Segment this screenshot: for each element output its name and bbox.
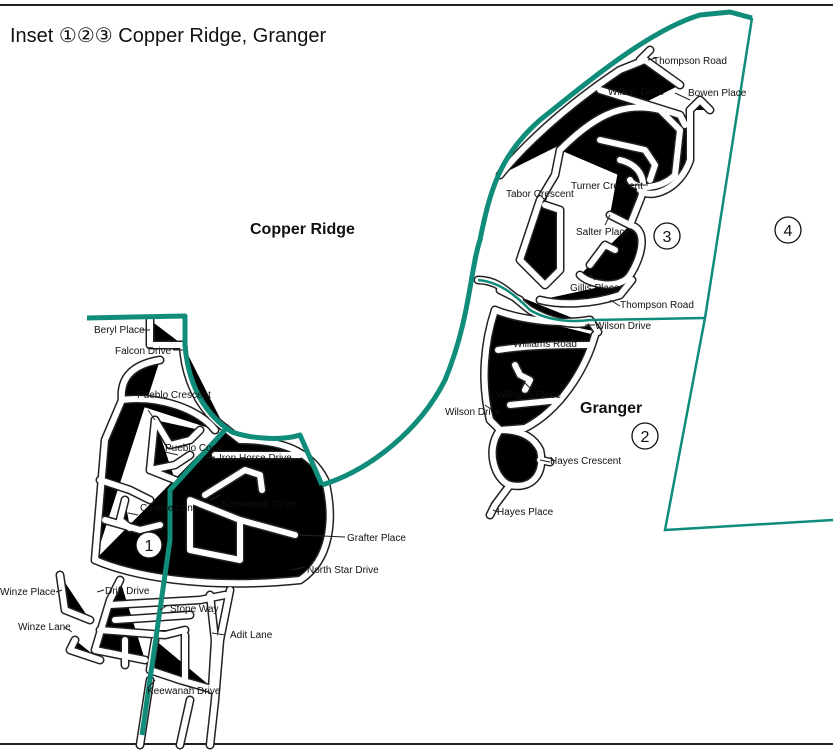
street-label-stope-way: Stope Way: [170, 604, 219, 615]
street-label-iron-horse-drive: Iron Horse Drive: [219, 453, 292, 464]
street-label-beryl-place: Beryl Place: [94, 325, 145, 336]
street-label-falcon-drive: Falcon Drive: [115, 346, 172, 357]
street-label-carlisle-lane: Carlisle Lane: [140, 503, 199, 514]
street-label-pueblo-crescent: Pueblo Crescent: [137, 390, 211, 401]
boundary-copper-ridge-west: [86, 313, 325, 487]
street-label-williams-road: Williams Road: [513, 339, 577, 350]
street-label-thompson-road-south: Thompson Road: [620, 300, 694, 311]
map-title: Inset ①②③ Copper Ridge, Granger: [10, 25, 326, 47]
street-label-keewanah-drive-south: Keewanah Drive: [147, 686, 221, 697]
street-label-tabor-crescent: Tabor Crescent: [506, 189, 574, 200]
street-label-winze-lane: Winze Lane: [18, 622, 71, 633]
street-label-thompson-road-north: Thompson Road: [653, 56, 727, 67]
street-labels: Beryl Place Falcon Drive Pueblo Crescent…: [0, 56, 747, 697]
boundary-granger-connector: [477, 278, 706, 323]
street-label-williams-place: Williams Place: [496, 390, 561, 401]
area-label-copper-ridge: Copper Ridge: [250, 221, 355, 238]
boundary-central-north: [321, 9, 753, 488]
street-label-salter-place: Salter Place: [576, 227, 630, 238]
inset-marker-3[interactable]: 3: [653, 222, 681, 250]
street-label-hayes-place: Hayes Place: [497, 507, 554, 518]
street-label-wilson-drive-west: Wilson Drive: [445, 407, 502, 418]
street-label-wilson-drive-east: Wilson Drive: [595, 321, 652, 332]
street-label-keewanah-drive-north: Keewanah Drive: [222, 499, 296, 510]
street-label-hayes-crescent: Hayes Crescent: [550, 456, 621, 467]
inset-marker-4[interactable]: 4: [774, 216, 802, 244]
street-label-pueblo-court: Pueblo Court: [165, 443, 224, 454]
street-label-winze-place: Winze Place: [0, 587, 56, 598]
street-label-wilson-drive-north: Wilson Drive: [608, 87, 665, 98]
inset-number-2: 2: [641, 429, 650, 446]
inset-number-4: 4: [784, 223, 793, 240]
street-label-gillis-place: Gillis Place: [570, 283, 620, 294]
label-leaders: [55, 57, 691, 689]
inset-number-1: 1: [145, 538, 154, 555]
street-label-turner-crescent: Turner Crescent: [571, 181, 643, 192]
inset-number-3: 3: [663, 229, 672, 246]
street-label-adit-lane: Adit Lane: [230, 630, 273, 641]
area-boundaries: [86, 9, 833, 736]
boundary-inset-1-divider: [139, 428, 227, 736]
inset-marker-1[interactable]: 1: [135, 531, 163, 559]
boundary-inset-4: [663, 17, 833, 532]
street-label-drift-drive: Drift Drive: [105, 586, 150, 597]
street-label-grafter-place: Grafter Place: [347, 533, 406, 544]
street-label-north-star-drive: North Star Drive: [307, 565, 379, 576]
area-label-granger: Granger: [580, 400, 642, 417]
inset-marker-2[interactable]: 2: [631, 422, 659, 450]
map-frame: [0, 4, 833, 745]
street-label-bowen-place: Bowen Place: [688, 88, 747, 99]
